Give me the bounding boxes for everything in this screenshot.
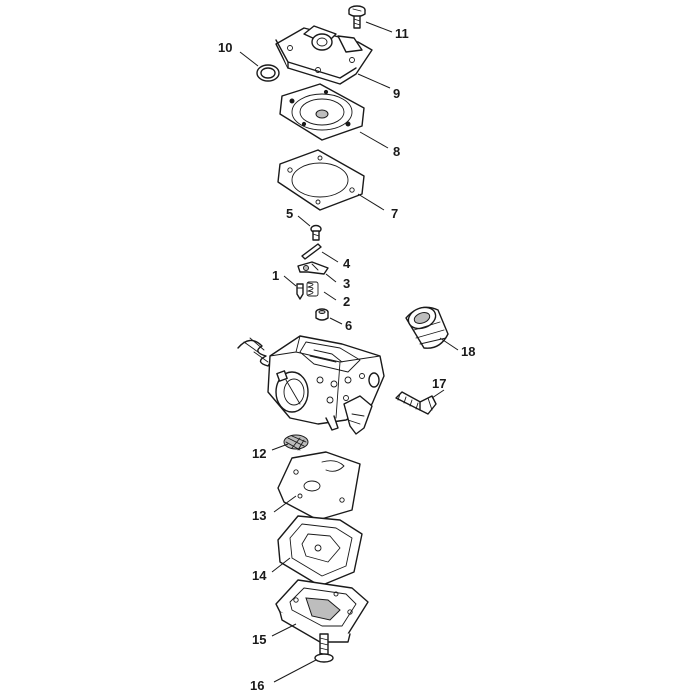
part-lever [297,261,329,275]
label-part-1: 1 [272,268,279,283]
label-part-5: 5 [286,206,293,221]
part-spring [306,281,319,297]
part-pin [301,243,322,260]
leader-lines [239,21,459,683]
part-pump-diaphragm [279,83,365,141]
label-part-18: 18 [461,344,475,359]
label-part-12: 12 [252,446,266,461]
label-part-11: 11 [395,26,409,41]
part-screw-bottom [314,633,334,663]
label-part-17: 17 [432,376,446,391]
part-metering-cover [275,579,369,643]
label-part-13: 13 [252,508,266,523]
label-part-14: 14 [252,568,267,583]
label-part-15: 15 [252,632,266,647]
label-part-3: 3 [343,276,350,291]
part-knob [405,306,449,349]
label-part-16: 16 [250,678,264,693]
label-part-10: 10 [218,40,232,55]
label-part-4: 4 [343,256,351,271]
part-cover [275,25,373,85]
part-gasket [277,149,365,211]
part-screw-top [348,5,366,29]
part-carburetor-body [237,335,385,435]
part-small-screw [310,224,322,241]
part-o-ring [256,64,280,82]
label-part-8: 8 [393,144,400,159]
label-part-2: 2 [343,294,350,309]
label-part-9: 9 [393,86,400,101]
part-inlet-needle [296,283,304,300]
part-strainer [283,434,309,451]
part-labels: 1 2 3 4 5 6 7 8 9 10 11 12 13 14 15 16 1… [218,26,475,693]
label-part-7: 7 [391,206,398,221]
part-adjust-screw [395,391,437,415]
part-plug [315,308,329,321]
part-metering-gasket [277,451,361,521]
label-part-6: 6 [345,318,352,333]
part-metering-diaphragm [277,515,363,587]
